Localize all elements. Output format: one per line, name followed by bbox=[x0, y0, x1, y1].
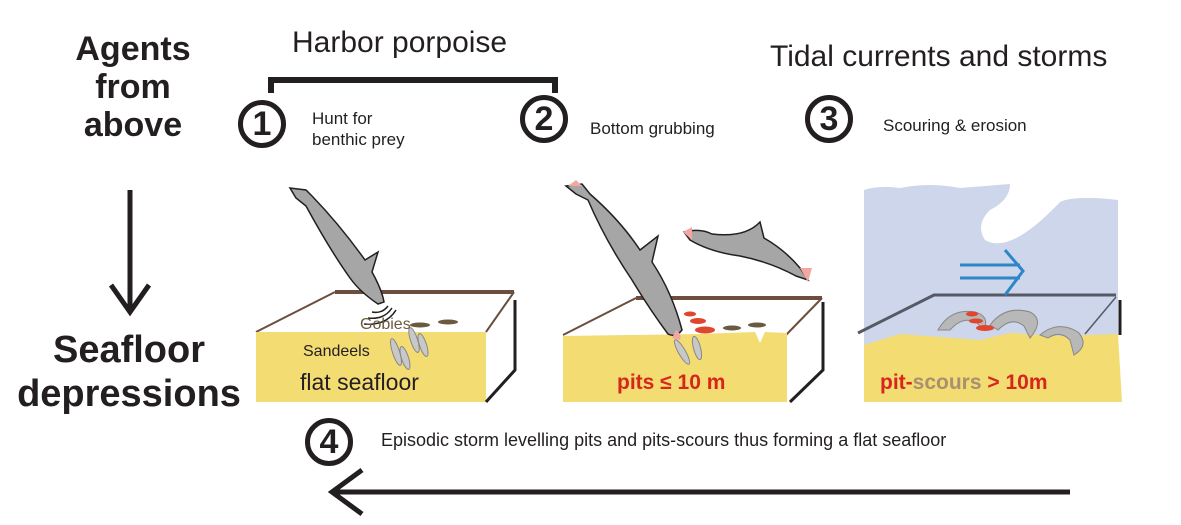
current-arrow-icon bbox=[960, 249, 1025, 296]
porpoise-icon bbox=[288, 187, 385, 305]
step-number: 4 bbox=[319, 422, 339, 461]
tidal-currents-header: Tidal currents and storms bbox=[770, 40, 1108, 73]
label-line: Seafloor bbox=[52, 329, 206, 371]
step-text-line: Bottom grubbing bbox=[590, 119, 715, 138]
sandeel-icon bbox=[673, 339, 691, 365]
pit-mark bbox=[695, 326, 715, 334]
label-part: scours bbox=[912, 371, 982, 394]
porpoise-snout bbox=[672, 330, 681, 340]
step-4-badge: 4 bbox=[305, 418, 353, 466]
label-line: depressions bbox=[17, 373, 241, 415]
porpoise-snout bbox=[683, 227, 692, 240]
sandeel-icon bbox=[417, 333, 429, 357]
flat-seafloor-label: flat seafloor bbox=[300, 369, 419, 395]
step-number: 1 bbox=[252, 104, 272, 143]
goby-icon bbox=[723, 325, 741, 331]
sandeels-label: Sandeels bbox=[303, 343, 370, 360]
harbor-porpoise-header: Harbor porpoise bbox=[292, 26, 508, 59]
sandeel-icon bbox=[399, 346, 411, 370]
goby-icon bbox=[748, 322, 766, 328]
step-1-text: Hunt for benthic prey bbox=[312, 108, 405, 150]
scour-crescent bbox=[989, 309, 1038, 339]
label-part: pit- bbox=[880, 371, 913, 394]
step-number: 3 bbox=[819, 99, 839, 138]
label-part: > 10m bbox=[981, 371, 1048, 394]
step-text-line: Hunt for bbox=[312, 109, 373, 128]
gobies-label: Gobies bbox=[360, 316, 411, 333]
label-line: Agents bbox=[75, 30, 191, 68]
step-4-text: Episodic storm levelling pits and pits-s… bbox=[381, 430, 946, 451]
step-1-badge: 1 bbox=[238, 100, 286, 148]
porpoise-icon bbox=[682, 220, 810, 282]
scour-crescent bbox=[937, 310, 987, 331]
sandeel-icon bbox=[390, 338, 402, 366]
label-line: above bbox=[83, 106, 183, 144]
return-arrow-icon bbox=[327, 467, 1070, 517]
goby-icon bbox=[410, 322, 430, 328]
pit-scours-label: pit-scours > 10m bbox=[880, 371, 1048, 395]
panel-pits bbox=[562, 180, 825, 404]
porpoise-bracket bbox=[268, 77, 558, 93]
goby-icon bbox=[438, 319, 458, 325]
seafloor-depressions-label: Seafloor depressions bbox=[0, 328, 258, 416]
step-2-badge: 2 bbox=[520, 95, 568, 143]
label-line: from bbox=[95, 68, 171, 106]
sandeel-icon bbox=[691, 335, 703, 361]
porpoise-icon bbox=[564, 183, 683, 337]
step-text-line: Scouring & erosion bbox=[883, 116, 1027, 135]
pits-label: pits ≤ 10 m bbox=[617, 371, 726, 394]
pit-mark bbox=[976, 325, 994, 331]
pit-mark bbox=[684, 311, 696, 317]
step-text-line: Episodic storm levelling pits and pits-s… bbox=[381, 430, 947, 450]
step-number: 2 bbox=[534, 99, 554, 138]
scour-crescent bbox=[1039, 326, 1084, 356]
step-3-text: Scouring & erosion bbox=[883, 115, 1027, 136]
panel-scours bbox=[857, 184, 1122, 402]
step-2-text: Bottom grubbing bbox=[590, 118, 715, 139]
pit-mark bbox=[690, 318, 706, 324]
step-text-line: benthic prey bbox=[312, 130, 405, 149]
step-3-badge: 3 bbox=[805, 95, 853, 143]
pit-mark bbox=[969, 318, 983, 324]
down-arrow-icon bbox=[108, 190, 152, 317]
pit-mark bbox=[966, 311, 978, 317]
porpoise-tail bbox=[800, 268, 812, 282]
agents-from-above-label: Agents from above bbox=[58, 30, 208, 144]
porpoise-tail bbox=[568, 180, 582, 186]
water-body bbox=[864, 184, 1118, 345]
